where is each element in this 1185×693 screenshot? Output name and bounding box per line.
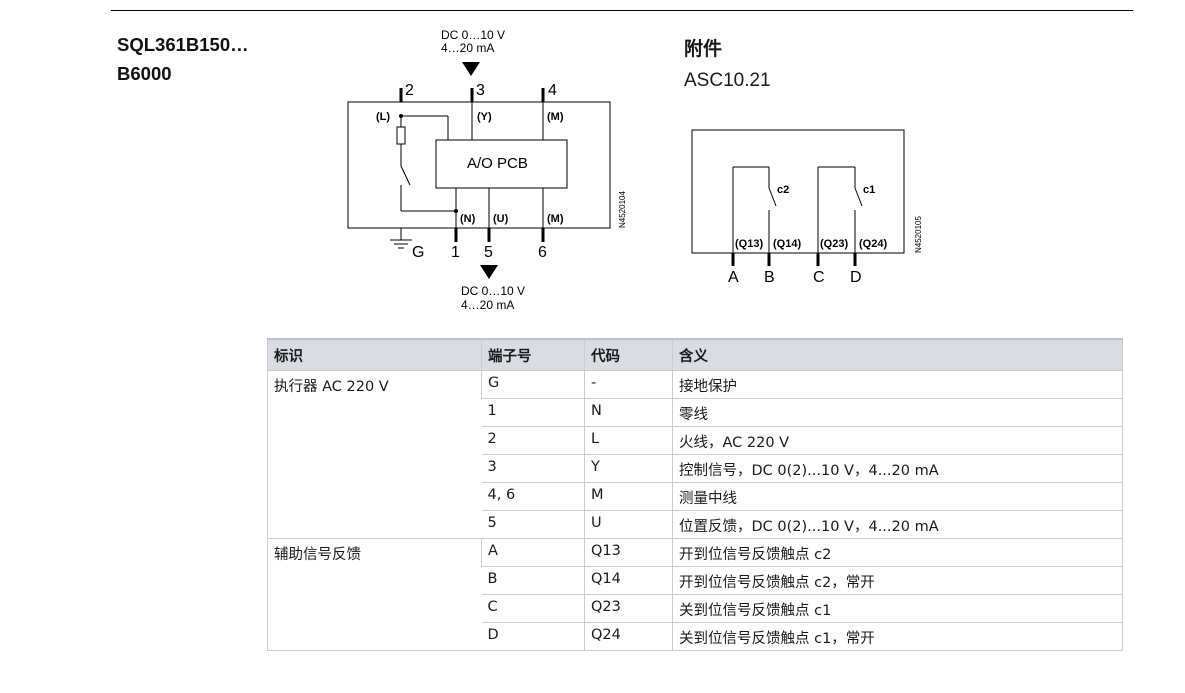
header-meaning: 含义 [672,338,1123,371]
contact-c2 [768,187,777,207]
actuator-housing [347,101,611,229]
code-Q14: (Q14) [773,238,801,250]
table-header-row: 标识 端子号 代码 含义 [267,338,1123,371]
cell-terminal: 2 [481,426,585,455]
terminal-num-2: 2 [405,82,414,99]
group-label: 辅助信号反馈 [267,538,482,651]
table-row: B Q14 开到位信号反馈触点 c2，常开 [268,566,1123,595]
code-L: (L) [376,111,390,123]
cell-meaning: 开到位信号反馈触点 c2，常开 [672,566,1123,595]
terminal-num-5: 5 [484,244,493,261]
switch-contact [400,165,411,186]
code-Q23: (Q23) [820,238,848,250]
accessory-model: ASC10.21 [684,70,771,91]
cell-meaning: 关到位信号反馈触点 c1，常开 [672,622,1123,651]
dc-bottom-label: DC 0…10 V [461,284,525,298]
top-rule [111,10,1133,11]
actuator-wiring-diagram: DC 0…10 V 4…20 mA DC 0…10 V 4…20 mA 2 3 … [347,28,923,312]
code-Q13: (Q13) [735,238,763,250]
cell-code: Y [584,454,673,483]
cell-terminal: 3 [481,454,585,483]
code-Q24: (Q24) [859,238,887,250]
acc-terminal-A: A [728,269,739,286]
cell-meaning: 零线 [672,398,1123,427]
header-code: 代码 [584,338,673,371]
ma-bottom-label: 4…20 mA [461,298,514,312]
table-row: C Q23 关到位信号反馈触点 c1 [268,594,1123,623]
cell-terminal: G [481,370,585,399]
table-row: 执行器 AC 220 V G - 接地保护 [267,370,1123,539]
contact-c1 [854,187,863,207]
acc-terminal-C: C [813,269,825,286]
model-line-2: B6000 [117,63,172,84]
accessory-housing [691,129,905,254]
cell-code: N [584,398,673,427]
cell-meaning: 接地保护 [672,370,1123,399]
table-row: 2 L 火线，AC 220 V [268,426,1123,455]
acc-terminal-D: D [850,269,862,286]
cell-terminal: D [481,622,585,651]
contact-label-c2: c2 [777,184,789,196]
output-arrow-icon [480,265,498,279]
terminal-num-4: 4 [548,82,557,99]
cell-meaning: 火线，AC 220 V [672,426,1123,455]
accessory-title: 附件 [684,38,723,60]
acc-terminal-B: B [764,269,775,286]
diagram1-code: N4520104 [618,191,627,228]
cell-code: Q23 [584,594,673,623]
cell-meaning: 开到位信号反馈触点 c2 [672,538,1123,567]
code-M-bottom: (M) [547,213,564,225]
cell-meaning: 控制信号，DC 0(2)...10 V，4...20 mA [672,454,1123,483]
ground-label: G [412,244,424,261]
cell-meaning: 关到位信号反馈触点 c1 [672,594,1123,623]
ma-top-label: 4…20 mA [441,41,494,55]
terminal-table: 标识 端子号 代码 含义 执行器 AC 220 V G - 接地保护 1 N 零… [267,338,1123,651]
table-row: 1 N 零线 [268,398,1123,427]
cell-terminal: 5 [481,510,585,539]
cell-code: U [584,510,673,539]
code-U: (U) [493,213,509,225]
resistor [396,126,406,145]
cell-terminal: 4, 6 [481,482,585,511]
cell-code: L [584,426,673,455]
table-row: D Q24 关到位信号反馈触点 c1，常开 [268,622,1123,651]
cell-code: Q13 [584,538,673,567]
model-line-1: SQL361B150… [117,34,249,55]
cell-terminal: C [481,594,585,623]
cell-code: Q24 [584,622,673,651]
dc-top-label: DC 0…10 V [441,28,505,42]
terminal-num-3: 3 [476,82,485,99]
terminal-num-1: 1 [451,244,460,261]
code-M-top: (M) [547,111,564,123]
table-row: 4, 6 M 测量中线 [268,482,1123,511]
header-label: 标识 [267,338,482,371]
code-Y: (Y) [477,111,492,123]
group-label: 执行器 AC 220 V [267,370,482,539]
cell-meaning: 测量中线 [672,482,1123,511]
terminal-num-6: 6 [538,244,547,261]
table-row: 3 Y 控制信号，DC 0(2)...10 V，4...20 mA [268,454,1123,483]
contact-label-c1: c1 [863,184,875,196]
cell-code: M [584,482,673,511]
cell-terminal: 1 [481,398,585,427]
pcb-label: A/O PCB [467,155,528,172]
input-arrow-icon [462,62,480,76]
table-row: 5 U 位置反馈，DC 0(2)...10 V，4...20 mA [268,510,1123,539]
header-terminal: 端子号 [481,338,585,371]
accessory-code: N4520105 [914,216,923,253]
cell-terminal: A [481,538,585,567]
cell-code: Q14 [584,566,673,595]
cell-terminal: B [481,566,585,595]
cell-code: - [584,370,673,399]
cell-meaning: 位置反馈，DC 0(2)...10 V，4...20 mA [672,510,1123,539]
pcb-box [435,139,568,189]
code-N: (N) [460,213,476,225]
table-row: 辅助信号反馈 A Q13 开到位信号反馈触点 c2 [267,538,1123,651]
